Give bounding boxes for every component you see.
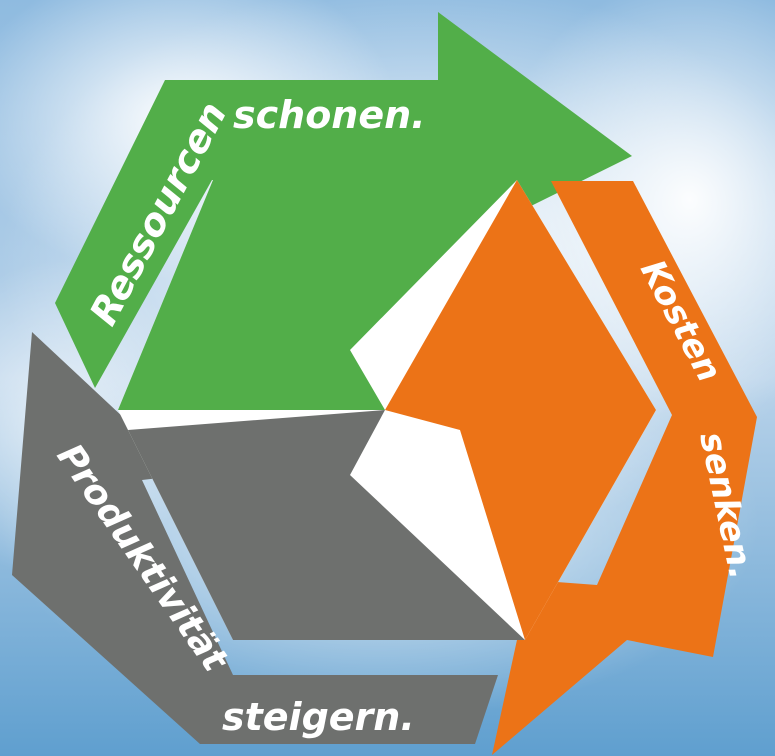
label-schonen: schonen.	[233, 93, 426, 137]
green-arrow	[55, 12, 632, 388]
inner-orange-face	[385, 180, 656, 640]
inner-grey-face	[128, 410, 525, 640]
orange-arrow	[492, 181, 757, 755]
inner-green-face	[118, 180, 517, 410]
label-steigern: steigern.	[222, 695, 415, 739]
